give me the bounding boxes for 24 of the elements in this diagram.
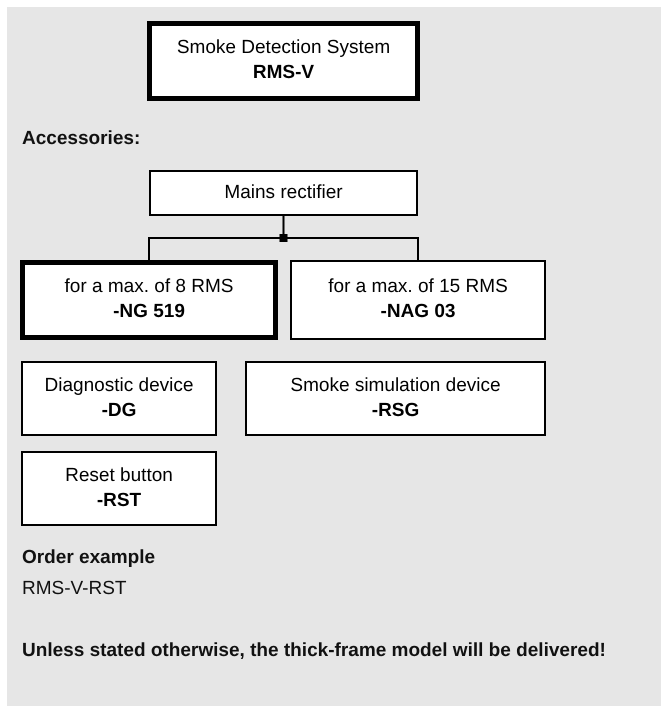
model-code: -RSG <box>372 398 420 422</box>
section-heading: Order example <box>22 546 156 570</box>
component-box <box>20 260 278 340</box>
component-name: Diagnostic device <box>44 374 194 398</box>
component-name: Mains rectifier <box>224 180 343 205</box>
component-box <box>147 21 420 101</box>
order-code: RMS-V-RST <box>22 577 126 601</box>
section-heading: Accessories: <box>22 127 140 151</box>
component-box <box>290 260 546 340</box>
component-box <box>21 361 217 436</box>
model-code: -NAG 03 <box>380 300 456 324</box>
component-name: for a max. of 8 RMS <box>64 275 234 300</box>
note-text: Unless stated otherwise, the thick-frame model will be delivered! <box>22 639 606 663</box>
component-box <box>149 170 418 216</box>
component-name: Smoke simulation device <box>290 374 501 398</box>
component-box <box>245 361 546 436</box>
model-code: RMS-V <box>252 61 314 85</box>
component-name: for a max. of 15 RMS <box>328 275 508 300</box>
model-code: -DG <box>102 398 136 422</box>
model-code: -NG 519 <box>113 300 185 324</box>
component-name: Smoke Detection System <box>176 36 390 60</box>
component-box <box>21 451 217 526</box>
component-name: Reset button <box>65 464 173 488</box>
model-code: -RST <box>96 488 142 512</box>
